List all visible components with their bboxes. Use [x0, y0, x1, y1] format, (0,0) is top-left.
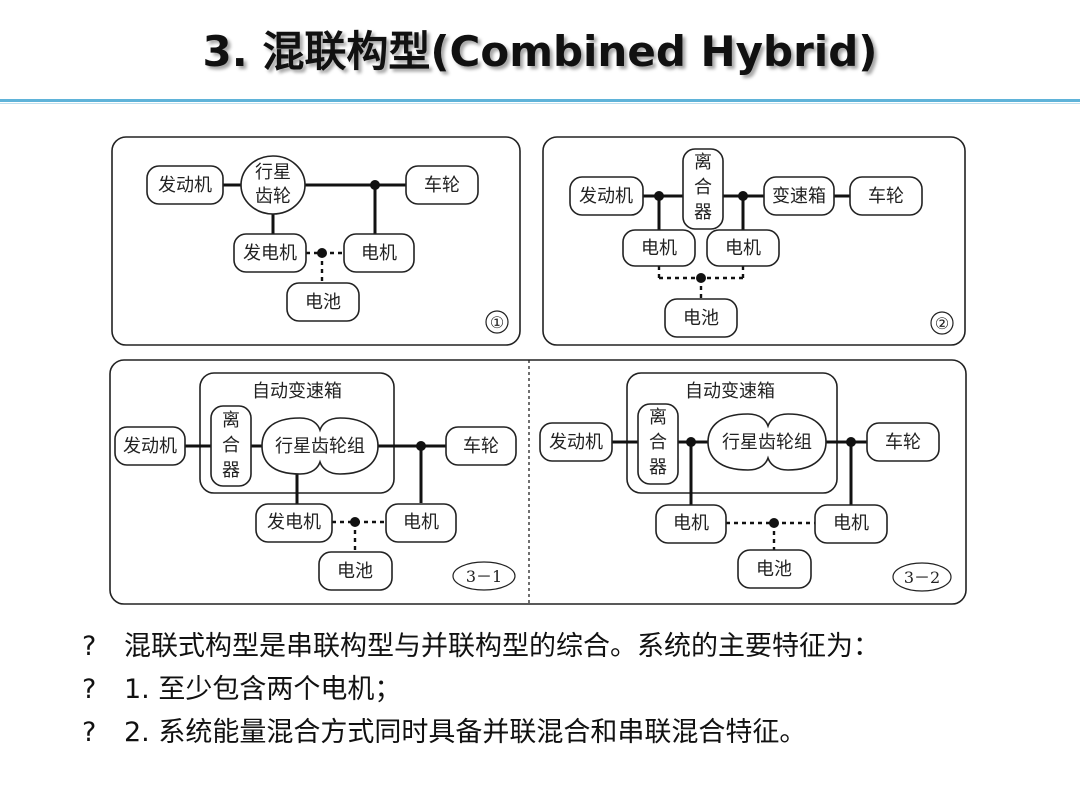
panel-1-frame — [111, 136, 521, 346]
panel-3-2: 自动变速箱 发动机 离 合 器 行星齿轮组 车轮 电机 电机 电池 3－2 — [539, 372, 952, 592]
bullet-list: ? 混联式构型是串联构型与并联构型的综合。系统的主要特征为： ? 1. 至少包含… — [82, 625, 1072, 754]
motor-a-box — [622, 229, 696, 267]
wheel-box — [445, 426, 517, 466]
engine-label: 发动机 — [123, 436, 177, 457]
gearbox-box — [763, 176, 835, 216]
panel-3-frame — [109, 359, 967, 605]
engine-label: 发动机 — [549, 432, 603, 453]
motor-a-label: 电机 — [641, 238, 677, 259]
engine-box — [539, 422, 613, 462]
clutch-label-1: 离 — [694, 152, 712, 173]
generator-box — [255, 503, 333, 543]
clutch-label-1: 离 — [222, 410, 240, 431]
panel-3-1: 自动变速箱 发动机 离 合 器 行星齿轮组 车轮 发电机 电机 电池 3－1 — [114, 372, 517, 591]
planetary-gear-set-label: 行星齿轮组 — [722, 432, 812, 453]
motor-box — [385, 503, 457, 543]
engine-box — [569, 176, 644, 216]
bullet-marker: ? — [82, 631, 97, 662]
clutch-box — [637, 403, 679, 485]
wheel-label: 车轮 — [424, 175, 460, 196]
clutch-label-3: 器 — [649, 457, 667, 478]
planetary-gear-set-shape — [261, 417, 379, 475]
panel-2: 发动机 离 合 器 变速箱 车轮 电机 电机 电池 ② — [569, 148, 954, 338]
clutch-box — [682, 148, 724, 230]
battery-label: 电池 — [756, 559, 792, 580]
panel-tag: ① — [490, 313, 504, 332]
battery-box — [286, 282, 360, 322]
title-divider-light — [0, 103, 1080, 104]
planetary-gear-set-shape — [707, 413, 827, 471]
clutch-label-2: 合 — [694, 177, 712, 198]
bullet-text: 2. 系统能量混合方式同时具备并联混合和串联混合特征。 — [124, 717, 807, 748]
bullet-text: 1. 至少包含两个电机； — [124, 674, 402, 705]
motor-label: 电机 — [361, 243, 397, 264]
bullet-item: ? 混联式构型是串联构型与并联构型的综合。系统的主要特征为： — [82, 625, 1072, 668]
generator-label: 发电机 — [243, 243, 297, 264]
panel-tag-circle — [930, 311, 954, 335]
motor-label: 电机 — [403, 512, 439, 533]
clutch-label-2: 合 — [222, 435, 240, 456]
panel-tag-circle — [485, 310, 509, 334]
planetary-gear-circle — [240, 155, 306, 215]
battery-box — [737, 549, 812, 589]
panel-1: 发动机 行星 齿轮 车轮 发电机 电机 电池 ① — [146, 155, 509, 334]
battery-box — [318, 551, 393, 591]
auto-gearbox-label: 自动变速箱 — [685, 381, 775, 402]
motor-box — [343, 233, 415, 273]
clutch-label-1: 离 — [649, 407, 667, 428]
engine-box — [114, 426, 186, 466]
engine-box — [146, 165, 224, 205]
clutch-label-3: 器 — [694, 202, 712, 223]
clutch-label-3: 器 — [222, 460, 240, 481]
panel-tag: 3－2 — [904, 568, 940, 587]
auto-gearbox-label: 自动变速箱 — [252, 381, 342, 402]
generator-label: 发电机 — [267, 512, 321, 533]
battery-label: 电池 — [305, 292, 341, 313]
panel-tag: ② — [935, 314, 949, 333]
title-divider — [0, 99, 1080, 102]
bullet-marker: ? — [82, 674, 97, 705]
battery-label: 电池 — [337, 561, 373, 582]
panel-tag-ellipse — [452, 561, 516, 591]
generator-box — [233, 233, 307, 273]
bullet-item: ? 1. 至少包含两个电机； — [82, 668, 1072, 711]
battery-box — [664, 298, 738, 338]
clutch-box — [210, 405, 252, 487]
gearbox-label: 变速箱 — [772, 186, 826, 207]
motor-b-label: 电机 — [725, 238, 761, 259]
bullet-text: 混联式构型是串联构型与并联构型的综合。系统的主要特征为： — [124, 631, 880, 662]
panel-tag-ellipse — [892, 562, 952, 592]
panel-2-frame — [542, 136, 966, 346]
panel-tag: 3－1 — [466, 567, 502, 586]
planetary-gear-label-1: 行星 — [255, 162, 291, 183]
wheel-box — [866, 422, 940, 462]
hybrid-configuration-diagram: 发动机 行星 齿轮 车轮 发电机 电机 电池 ① — [109, 136, 967, 605]
planetary-gear-set-label: 行星齿轮组 — [275, 436, 365, 457]
battery-label: 电池 — [683, 308, 719, 329]
auto-gearbox-frame — [626, 372, 838, 494]
clutch-label-2: 合 — [649, 432, 667, 453]
bullet-marker: ? — [82, 717, 97, 748]
wheel-label: 车轮 — [885, 432, 921, 453]
motor-b-box — [814, 504, 888, 544]
planetary-gear-label-2: 齿轮 — [255, 186, 291, 207]
wheel-box — [405, 165, 479, 205]
wheel-label: 车轮 — [463, 436, 499, 457]
engine-label: 发动机 — [158, 175, 212, 196]
motor-b-label: 电机 — [833, 513, 869, 534]
wheel-label: 车轮 — [868, 186, 904, 207]
wheel-box — [849, 176, 923, 216]
page-title: 3. 混联构型(Combined Hybrid) — [202, 27, 878, 76]
motor-a-label: 电机 — [673, 513, 709, 534]
engine-label: 发动机 — [579, 186, 633, 207]
bullet-item: ? 2. 系统能量混合方式同时具备并联混合和串联混合特征。 — [82, 711, 1072, 754]
motor-b-box — [706, 229, 780, 267]
motor-a-box — [655, 504, 727, 544]
